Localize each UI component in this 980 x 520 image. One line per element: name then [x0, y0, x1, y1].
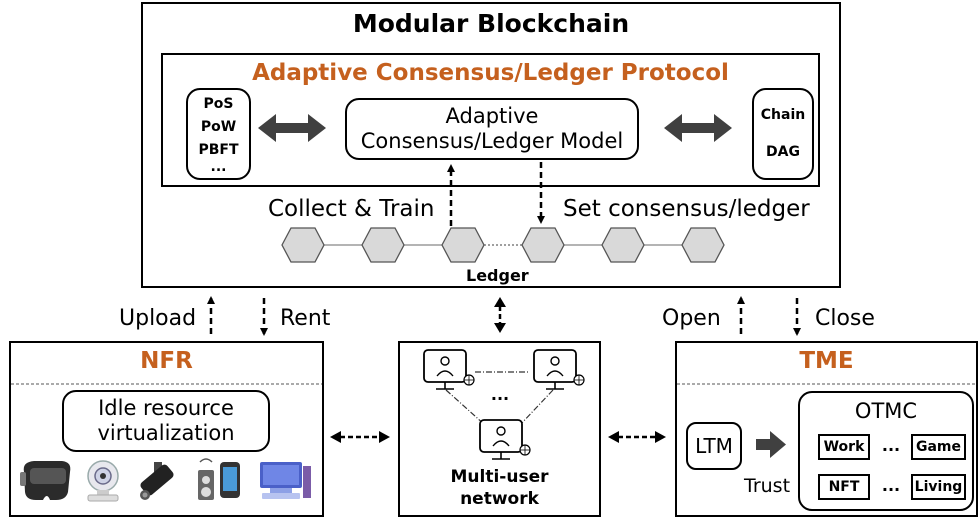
ledger-label: Ledger [466, 266, 529, 285]
ledger-type-dag: DAG [766, 144, 800, 160]
nfr-title: NFR [140, 348, 193, 374]
tme-title: TME [799, 348, 854, 374]
otmc-tag-work: Work [818, 434, 870, 460]
ledger-block-1 [281, 227, 325, 263]
upload-label: Upload [119, 306, 197, 331]
otmc-dots-top: ... [881, 435, 901, 455]
consensus-pow: PoW [200, 119, 237, 135]
rent-label: Rent [280, 306, 331, 331]
adaptive-model-box: Adaptive Consensus/Ledger Model [345, 98, 639, 160]
network-tme-arrow [608, 431, 666, 443]
network-dots: ... [490, 384, 510, 404]
security-camera-icon [140, 462, 174, 500]
vr-headset-icon [20, 461, 71, 500]
otmc-label: OTMC [854, 399, 918, 423]
user-computer-icon [479, 419, 531, 460]
user-computer-icon [423, 349, 475, 390]
ledger-block-2 [361, 227, 405, 263]
ledger-types-box: Chain DAG [752, 88, 814, 180]
protocol-title: Adaptive Consensus/Ledger Protocol [252, 60, 729, 86]
desktop-computer-icon [260, 462, 311, 499]
otmc-tag-nft: NFT [818, 474, 870, 500]
nfr-network-arrow [330, 431, 390, 443]
idle-line2: virtualization [97, 421, 235, 445]
ledger-block-3 [441, 227, 485, 263]
trust-label: Trust [744, 475, 791, 497]
idle-resource-box: Idle resource virtualization [62, 390, 270, 452]
otmc-tag-game: Game [911, 434, 966, 460]
otmc-dots-bottom: ... [881, 475, 901, 495]
smartphone-speaker-icon [198, 458, 240, 500]
adaptive-model-line2: Consensus/Ledger Model [360, 129, 624, 153]
consensus-list-box: PoS PoW PBFT ... [186, 88, 251, 180]
ltm-box: LTM [686, 422, 742, 470]
open-label: Open [662, 306, 721, 331]
double-arrow-right [664, 114, 732, 142]
collect-train-label: Collect & Train [268, 196, 435, 222]
network-label: Multi-user network [398, 464, 601, 512]
otmc-tag-living: Living [911, 474, 966, 500]
user-computer-icon [533, 349, 585, 390]
network-label-line1: Multi-user [450, 467, 549, 487]
double-arrow-left [258, 114, 326, 142]
ledger-chain [281, 227, 725, 263]
consensus-pbft: PBFT [198, 142, 239, 158]
ledger-network-arrow [494, 297, 506, 333]
network-label-line2: network [460, 489, 539, 509]
set-consensus-label: Set consensus/ledger [563, 196, 810, 222]
ledger-type-chain: Chain [760, 107, 806, 123]
close-label: Close [815, 306, 875, 331]
webcam-icon [87, 460, 119, 502]
network-links [445, 371, 554, 426]
modular-blockchain-title: Modular Blockchain [352, 8, 630, 38]
consensus-more: ... [210, 159, 227, 175]
adaptive-model-line1: Adaptive [445, 104, 539, 128]
ltm-to-otmc-arrow [756, 431, 786, 458]
ledger-block-6 [681, 227, 725, 263]
ledger-block-5 [601, 227, 645, 263]
consensus-pos: PoS [203, 96, 234, 112]
ledger-block-4 [521, 227, 565, 263]
idle-line1: Idle resource [98, 396, 234, 420]
